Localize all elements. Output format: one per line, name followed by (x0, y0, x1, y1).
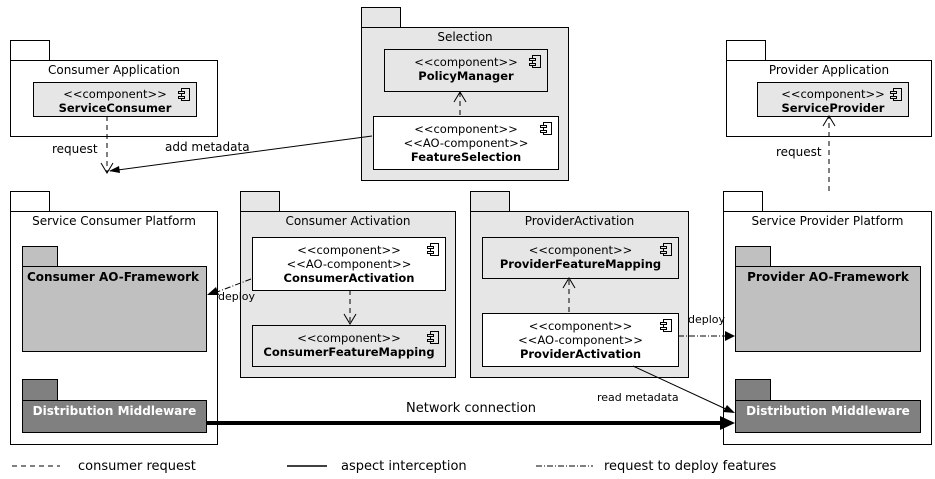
provider-mapping-edge (562, 277, 576, 312)
read-metadata-label: read metadata (597, 391, 679, 404)
component-icon (540, 122, 552, 135)
consumer-mapping-edge (343, 290, 357, 325)
deploy-consumer-label: deploy (218, 290, 256, 303)
component-name: PolicyManager (418, 69, 514, 83)
consumer-distribution-middleware-package[interactable]: Distribution Middleware (22, 400, 207, 433)
add-metadata-label: add metadata (165, 140, 250, 154)
component-icon (529, 55, 541, 68)
consumer-feature-mapping-component[interactable]: <<component>> ConsumerFeatureMapping (252, 325, 446, 367)
component-icon (660, 319, 672, 332)
stereotype-label: <<component>> (297, 243, 401, 257)
stereotype-label: <<component>> (528, 243, 633, 257)
ao-stereotype-label: <<AO-component>> (403, 136, 529, 150)
ao-stereotype-label: <<AO-component>> (518, 333, 643, 347)
package-title: ProviderActivation (524, 214, 635, 228)
deploy-provider-label: deploy (688, 313, 726, 326)
provider-request-edge (822, 115, 836, 191)
ao-stereotype-label: <<AO-component>> (286, 257, 412, 271)
component-name: ConsumerActivation (283, 271, 415, 285)
component-icon (427, 331, 439, 344)
component-name: ServiceProvider (781, 101, 885, 115)
policy-dependency-edge (453, 91, 467, 115)
consumer-application-package: Consumer Application <<component>> Servi… (10, 60, 218, 137)
selection-package: Selection <<component>> PolicyManager <<… (361, 27, 569, 181)
component-name: ProviderActivation (519, 347, 642, 361)
stereotype-label: <<component>> (414, 55, 518, 69)
stereotype-label: <<component>> (414, 122, 518, 136)
policy-manager-component[interactable]: <<component>> PolicyManager (384, 49, 548, 92)
consumer-activation-component[interactable]: <<component>> <<AO-component>> ConsumerA… (252, 237, 446, 291)
provider-feature-mapping-component[interactable]: <<component>> ProviderFeatureMapping (482, 237, 679, 279)
component-icon (660, 243, 672, 256)
legend-aspect-interception: aspect interception (341, 459, 467, 474)
provider-distribution-middleware-package[interactable]: Distribution Middleware (735, 400, 921, 433)
package-title: Consumer Activation (285, 214, 411, 228)
component-name: ServiceConsumer (58, 101, 172, 115)
package-title: Provider Application (768, 63, 890, 77)
component-name: FeatureSelection (410, 150, 522, 164)
package-title: Consumer Application (47, 63, 181, 77)
component-name: ConsumerFeatureMapping (263, 345, 435, 359)
network-connection-edge (207, 416, 735, 430)
provider-application-package: Provider Application <<component>> Servi… (726, 60, 932, 137)
legend-consumer-request: consumer request (78, 459, 196, 474)
consumer-activation-package: Consumer Activation <<component>> <<AO-c… (240, 211, 456, 378)
component-name: ProviderFeatureMapping (499, 257, 662, 271)
consumer-ao-framework-package[interactable]: Consumer AO-Framework (22, 266, 207, 352)
package-title: Distribution Middleware (32, 404, 197, 418)
package-title: Consumer AO-Framework (27, 270, 200, 284)
component-icon (890, 88, 902, 101)
read-metadata-edge (632, 365, 735, 413)
component-icon (178, 88, 190, 101)
package-title: Distribution Middleware (746, 404, 910, 418)
provider-ao-framework-package[interactable]: Provider AO-Framework (735, 266, 921, 352)
package-title: Provider AO-Framework (747, 270, 909, 284)
package-title: Selection (437, 30, 493, 44)
legend-deploy-features: request to deploy features (604, 459, 777, 474)
network-connection-label: Network connection (406, 401, 537, 416)
service-provider-component[interactable]: <<component>> ServiceProvider (757, 82, 909, 117)
provider-activation-package: ProviderActivation <<component>> Provide… (470, 211, 689, 378)
consumer-request-edge (100, 116, 114, 174)
feature-selection-component[interactable]: <<component>> <<AO-component>> FeatureSe… (373, 116, 559, 170)
provider-deploy-edge (678, 331, 735, 341)
package-title: Service Provider Platform (751, 214, 904, 228)
add-metadata-edge (109, 135, 373, 173)
request-consumer-label: request (52, 142, 98, 156)
stereotype-label: <<component>> (528, 319, 633, 333)
consumer-deploy-edge (207, 278, 252, 295)
service-consumer-component[interactable]: <<component>> ServiceConsumer (33, 82, 197, 117)
stereotype-label: <<component>> (297, 331, 401, 345)
component-icon (427, 243, 439, 256)
provider-activation-component[interactable]: <<component>> <<AO-component>> ProviderA… (482, 313, 679, 367)
package-title: Service Consumer Platform (32, 214, 196, 228)
stereotype-label: <<component>> (781, 87, 885, 101)
stereotype-label: <<component>> (63, 87, 167, 101)
request-provider-label: request (776, 145, 822, 159)
